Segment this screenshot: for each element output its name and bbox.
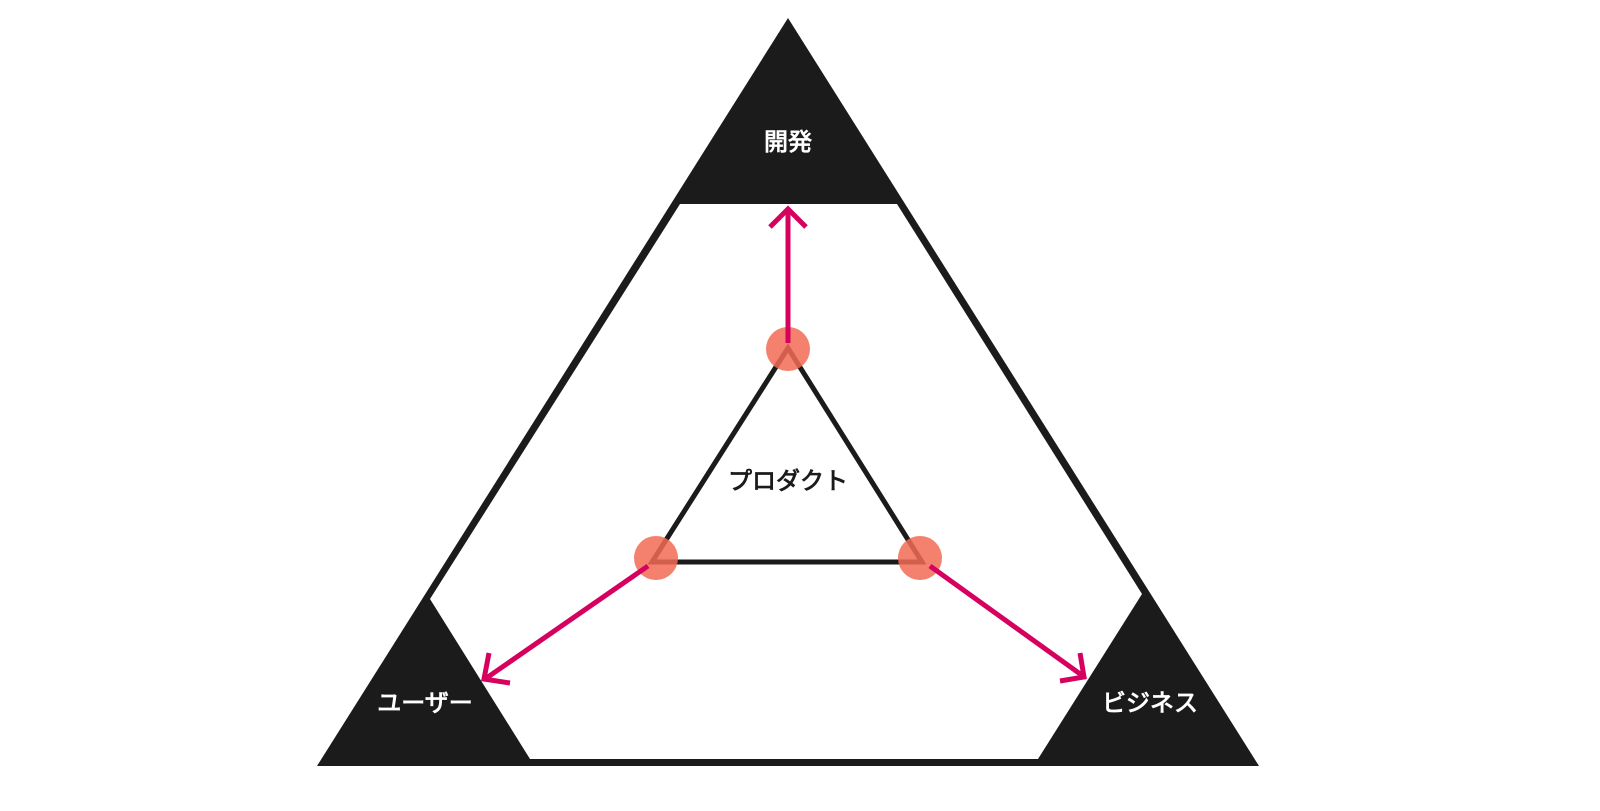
node-top bbox=[766, 327, 810, 371]
node-right bbox=[898, 536, 942, 580]
label-development: 開発 bbox=[764, 128, 813, 156]
inner-white-area bbox=[430, 204, 1142, 759]
label-product: プロダクト bbox=[728, 467, 848, 495]
arrow-to-business bbox=[928, 563, 1085, 679]
arrowhead-user bbox=[481, 652, 511, 686]
arrowhead-development bbox=[768, 205, 808, 229]
arrowhead-business bbox=[1059, 652, 1087, 684]
label-business: ビジネス bbox=[1102, 689, 1198, 717]
label-user: ユーザー bbox=[377, 689, 473, 717]
arrow-to-user bbox=[483, 563, 650, 682]
product-triangle bbox=[647, 343, 927, 565]
